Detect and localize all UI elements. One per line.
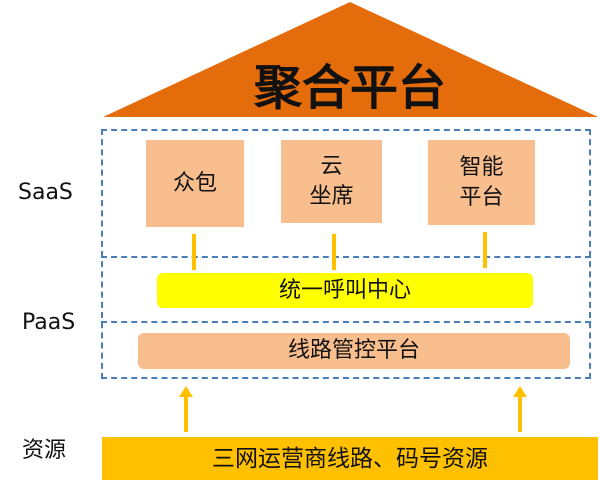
box-text: 众包 xyxy=(172,170,217,196)
connector xyxy=(192,234,196,270)
layer-label-paas: PaaS xyxy=(22,310,76,335)
box-text-line2: 平台 xyxy=(459,184,504,210)
connector xyxy=(332,234,336,270)
outer-dashed-frame xyxy=(101,129,591,379)
call-center-bar: 统一呼叫中心 xyxy=(157,273,533,308)
up-arrow-icon xyxy=(179,386,193,432)
line-control-bar: 线路管控平台 xyxy=(138,333,570,369)
box-text-line2: 坐席 xyxy=(309,183,354,209)
saas-paas-divider xyxy=(101,256,591,258)
saas-box-cloud-seat: 云坐席 xyxy=(281,140,382,223)
saas-box-smart-platform: 智能平台 xyxy=(428,140,535,225)
paas-divider xyxy=(101,321,591,323)
layer-label-resource: 资源 xyxy=(22,438,67,463)
resource-bar: 三网运营商线路、码号资源 xyxy=(102,437,598,480)
box-text-line1: 云 xyxy=(320,153,343,179)
saas-box-crowdsourcing: 众包 xyxy=(146,140,244,227)
connector xyxy=(483,232,487,268)
diagram-title: 聚合平台 xyxy=(253,60,446,116)
box-text-line1: 智能 xyxy=(459,154,504,180)
up-arrow-icon xyxy=(513,386,527,432)
layer-label-saas: SaaS xyxy=(18,180,73,205)
